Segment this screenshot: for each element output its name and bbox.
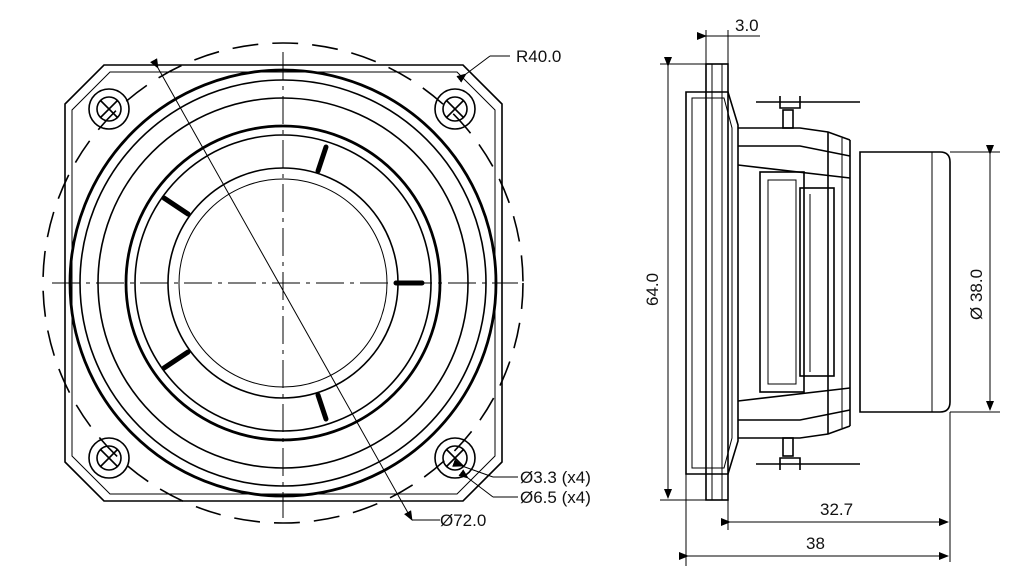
magnet [859, 151, 951, 413]
terminal-top [756, 96, 860, 129]
depth-partial-label: 32.7 [820, 500, 853, 519]
front-view: Ø72.0 R40.0 Ø3.3 (x4) Ø6.5 (x4) [42, 42, 591, 530]
mounting-hole-bottom-right [434, 437, 476, 479]
flange-thickness-label: 3.0 [735, 16, 759, 35]
basket-struts [737, 127, 851, 439]
terminal-bottom [756, 437, 860, 470]
spoke-bottom-right [315, 392, 329, 422]
small-hole-label: Ø3.3 (x4) [520, 468, 591, 487]
outer-radius-circle [42, 42, 524, 524]
flange-plate [705, 63, 729, 501]
spoke-top-right [315, 144, 329, 174]
mounting-hole-bottom-left [88, 437, 130, 479]
spoke-left-bottom [161, 349, 191, 371]
frame-outline [64, 64, 503, 502]
radius-leader [456, 55, 491, 83]
diagonal-dimension-line [150, 58, 413, 521]
depth-total-label: 38 [806, 534, 825, 553]
spoke-left-top [161, 195, 191, 217]
large-hole-leader [458, 469, 494, 498]
side-view: 3.0 64.0 Ø 38.0 32.7 38 [643, 16, 1000, 566]
frame-inner-outline [71, 71, 496, 495]
magnet-diameter-label: Ø 38.0 [967, 269, 986, 320]
diagonal-label: Ø72.0 [440, 511, 486, 530]
small-hole-leader [452, 459, 494, 478]
height-label: 64.0 [643, 273, 662, 306]
mounting-hole-top-left [88, 88, 130, 130]
radius-label: R40.0 [516, 47, 561, 66]
mounting-hole-top-right [434, 88, 476, 130]
large-hole-label: Ø6.5 (x4) [520, 488, 591, 507]
